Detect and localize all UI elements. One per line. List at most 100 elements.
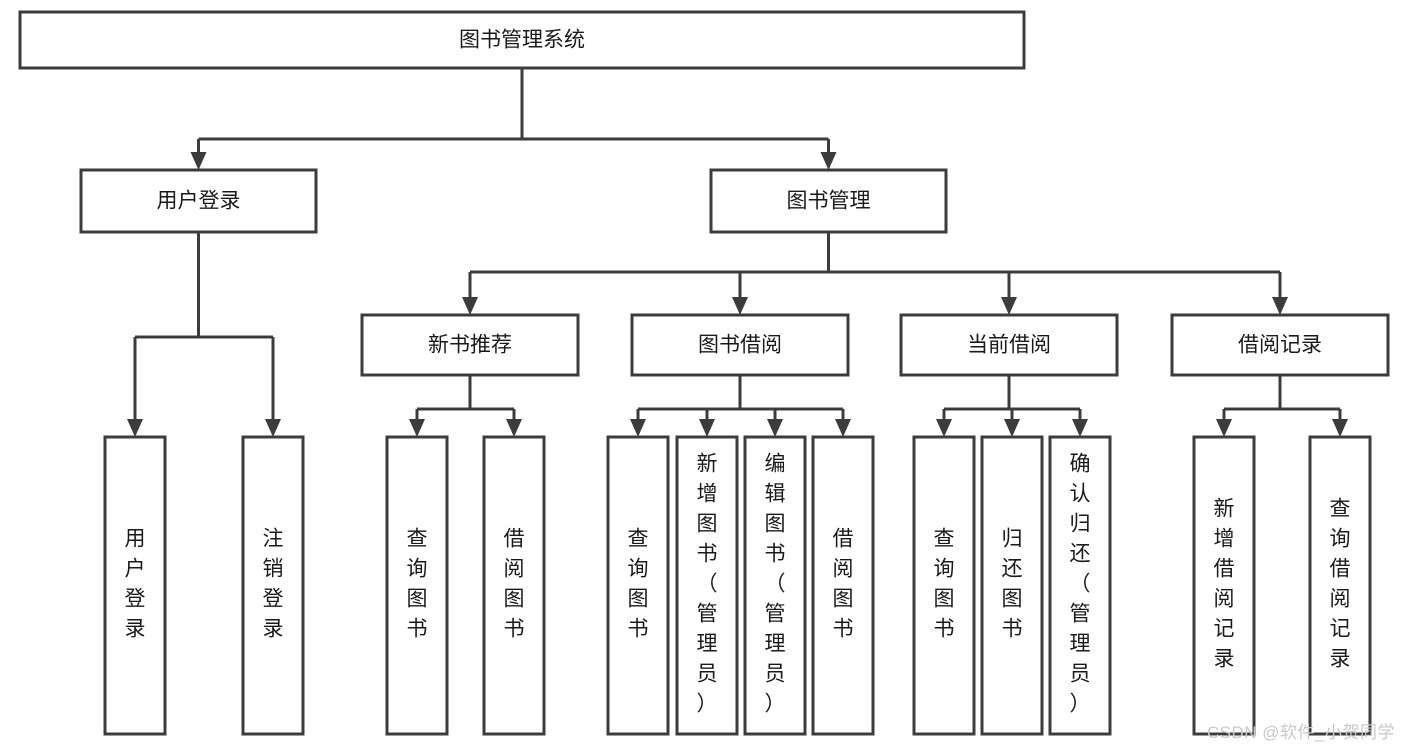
leaf-node-label-borrow-book: 阅 [833,558,854,581]
leaf-node-label-query-borrow-record: 查 [1330,498,1351,521]
node-library-management-system[interactable]: 图书管理系统 [18,10,1026,70]
leaf-node-label-edit-book-admin: 图 [765,513,786,536]
arrow-head-icon [767,419,783,437]
node-label-book-borrowing: 图书借阅 [698,334,782,357]
node-label-borrowing-records: 借阅记录 [1238,334,1322,357]
leaf-node-label-query-book: 图 [934,588,955,611]
leaf-node-label-user-login: 用 [125,528,146,551]
arrow-head-icon [1272,297,1288,315]
leaf-node-label-edit-book-admin: （ [765,573,786,596]
arrow-head-icon [820,152,837,170]
leaf-node-label-confirm-return-admin: （ [1070,573,1091,596]
leaf-node-label-add-book-admin: 书 [697,543,718,566]
node-current-borrowing[interactable]: 当前借阅 [899,313,1119,377]
leaf-node-label-borrow-book: 图 [833,588,854,611]
leaf-node-label-return-book: 图 [1002,588,1023,611]
leaf-node-label-query-book: 查 [407,528,428,551]
leaf-node-label-query-book: 书 [407,618,428,641]
arrow-head-icon [936,419,952,437]
leaf-node-label-add-borrow-record: 借 [1214,558,1235,581]
leaf-node-label-user-login: 登 [125,588,146,611]
arrow-head-icon [835,419,851,437]
node-user-login[interactable]: 用户登录 [79,168,318,234]
arrow-head-icon [630,419,646,437]
node-borrowing-records[interactable]: 借阅记录 [1170,313,1390,377]
leaf-node-label-return-book: 书 [1002,618,1023,641]
watermark-text: CSDN @软件_小贺同学 [1206,723,1395,742]
leaf-node-label-borrow-book: 书 [504,618,525,641]
leaf-node-label-query-book: 查 [934,528,955,551]
arrow-head-icon [1072,419,1088,437]
leaf-node-label-borrow-book: 图 [504,588,525,611]
node-label-current-borrowing: 当前借阅 [967,334,1051,357]
leaf-node-label-user-login: 录 [125,618,146,641]
arrow-head-icon [1001,297,1017,315]
leaf-node-label-query-book: 图 [628,588,649,611]
leaf-node-label-edit-book-admin: 员 [765,663,786,686]
node-book-borrowing[interactable]: 图书借阅 [630,313,850,377]
leaf-node-label-query-book: 询 [628,558,649,581]
leaf-node-label-logout: 登 [263,588,284,611]
arrow-head-icon [1332,419,1348,437]
leaf-node-label-edit-book-admin: 编 [765,453,786,476]
leaf-node-label-query-book: 询 [934,558,955,581]
arrow-head-icon [1216,419,1232,437]
leaf-node-label-logout: 注 [263,528,284,551]
leaf-node-label-query-book: 图 [407,588,428,611]
leaf-node-label-query-book: 书 [934,618,955,641]
arrow-head-icon [409,419,425,437]
arrow-head-icon [127,419,143,437]
leaf-node-label-borrow-book: 借 [833,528,854,551]
leaf-node-label-query-book: 询 [407,558,428,581]
leaf-node-label-confirm-return-admin: 员 [1070,663,1091,686]
node-label-new-book-recommendation: 新书推荐 [428,334,512,357]
leaf-node-label-query-borrow-record: 借 [1330,558,1351,581]
leaf-node-label-query-book: 查 [628,528,649,551]
leaf-node-label-query-book: 书 [628,618,649,641]
leaf-node-label-add-book-admin: 员 [697,663,718,686]
leaf-node-label-edit-book-admin: 管 [765,603,786,626]
leaf-node-label-add-book-admin: 新 [697,453,718,476]
leaf-node-label-add-borrow-record: 增 [1214,528,1235,551]
leaf-node-label-logout: 销 [263,558,284,581]
leaf-node-label-edit-book-admin: 辑 [765,483,786,506]
leaf-node-label-add-book-admin: ） [697,693,718,716]
leaf-node-label-query-borrow-record: 录 [1330,648,1351,671]
arrow-head-icon [462,297,478,315]
leaf-node-label-confirm-return-admin: 归 [1070,513,1091,536]
arrow-head-icon [1004,419,1020,437]
node-book-management[interactable]: 图书管理 [709,168,948,234]
leaf-node-label-borrow-book: 借 [504,528,525,551]
arrow-head-icon [265,419,281,437]
leaf-node-label-query-borrow-record: 询 [1330,528,1351,551]
arrow-head-icon [732,297,748,315]
leaf-node-label-edit-book-admin: 书 [765,543,786,566]
leaf-node-label-return-book: 还 [1002,558,1023,581]
leaf-node-user-login[interactable]: 用户登录 [103,435,167,736]
leaf-node-label-confirm-return-admin: 管 [1070,603,1091,626]
leaf-node-label-borrow-book: 阅 [504,558,525,581]
leaf-node-label-confirm-return-admin: 理 [1070,633,1091,656]
leaf-node-label-add-book-admin: 增 [697,483,718,506]
leaf-node-label-add-borrow-record: 记 [1214,618,1235,641]
leaf-node-label-add-book-admin: （ [697,573,718,596]
leaf-node-label-confirm-return-admin: 还 [1070,543,1091,566]
leaf-node-label-confirm-return-admin: ） [1070,693,1091,716]
leaf-node-label-confirm-return-admin: 认 [1070,483,1091,506]
leaf-node-label-query-borrow-record: 记 [1330,618,1351,641]
node-new-book-recommendation[interactable]: 新书推荐 [360,313,580,377]
